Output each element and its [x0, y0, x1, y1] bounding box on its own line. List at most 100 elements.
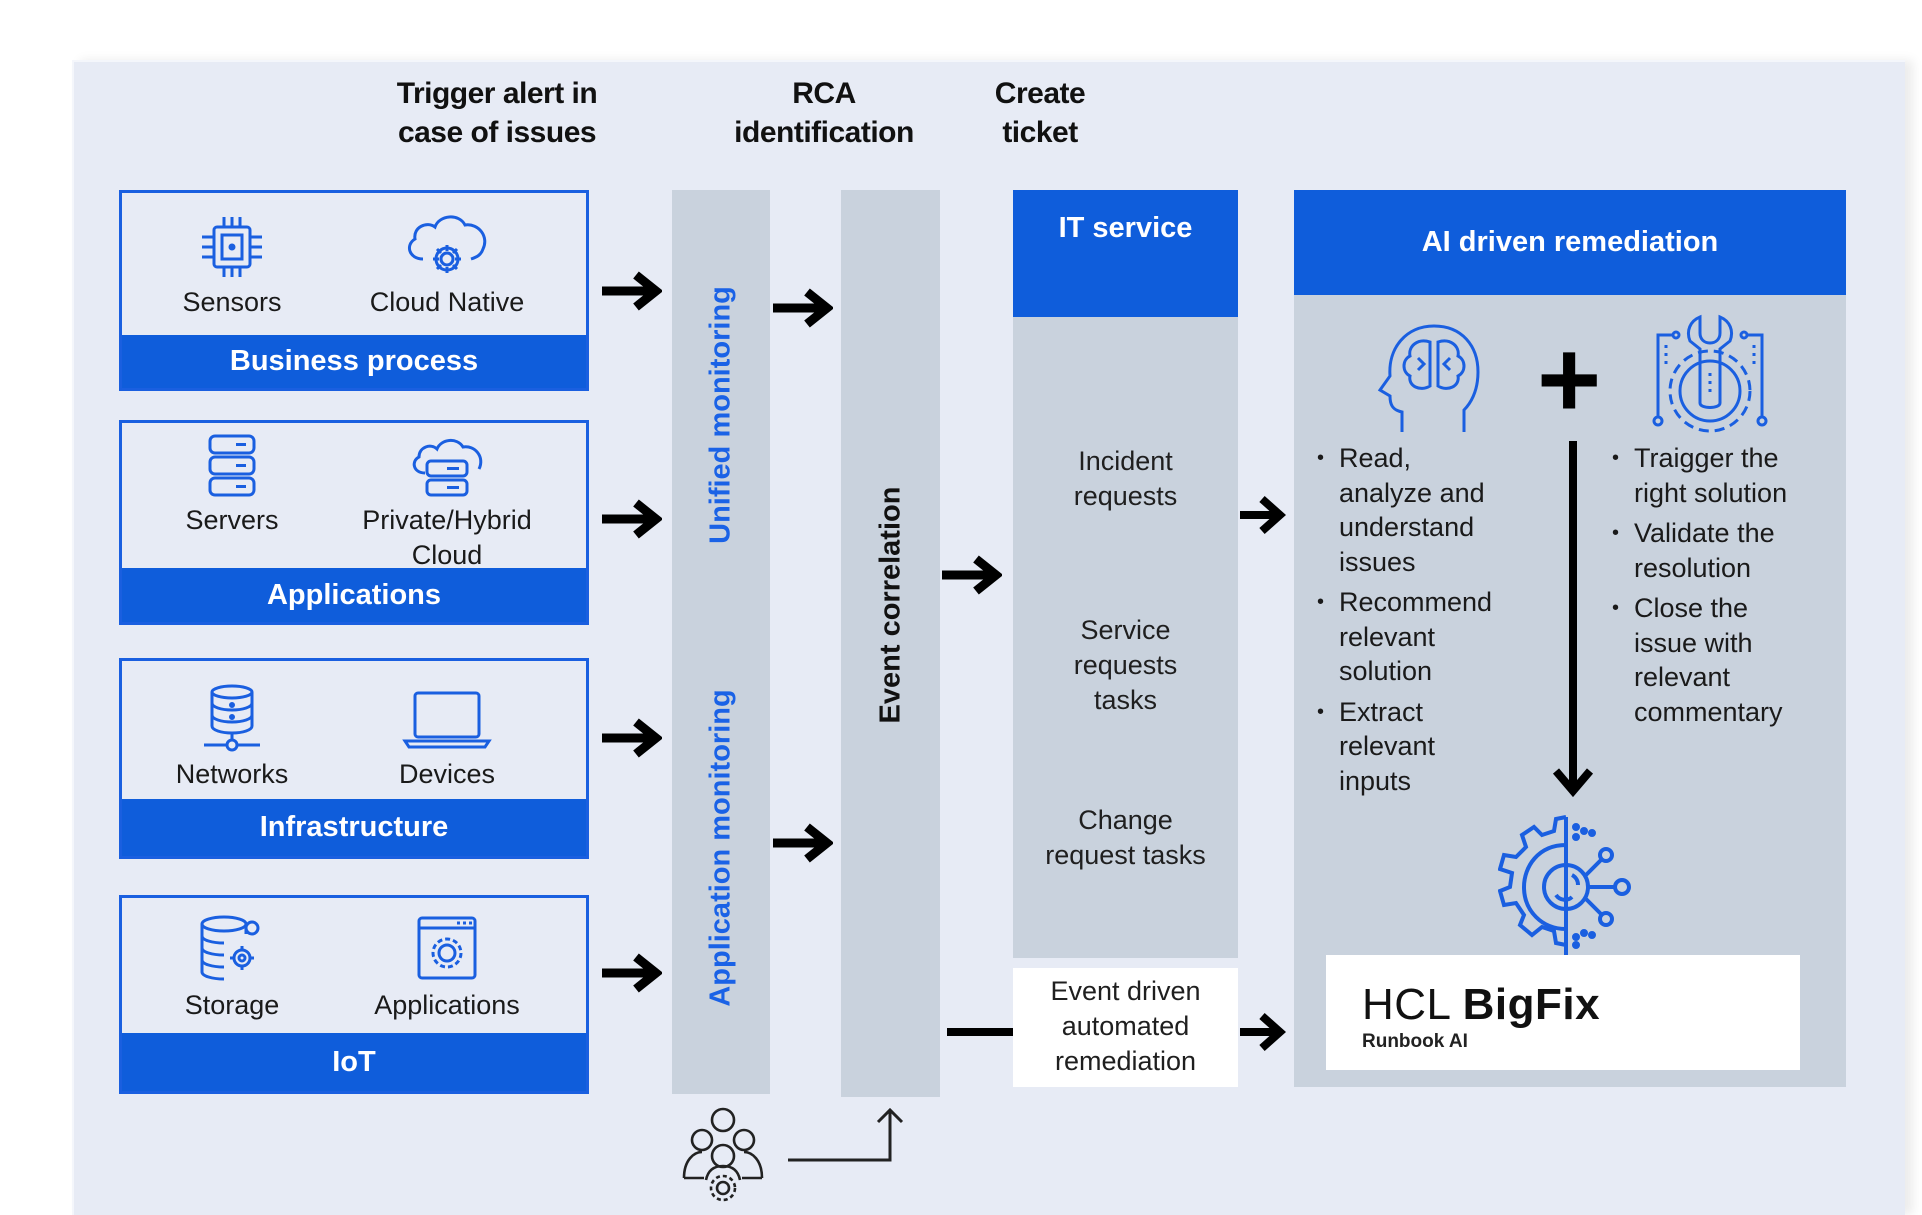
source-item-applications: Applications — [342, 914, 552, 1023]
source-item-sensors: Sensors — [162, 213, 302, 320]
app-window-gear-icon — [417, 916, 477, 980]
ai-right-bullet-list: Traigger the right solution Validate the… — [1612, 441, 1842, 735]
it-service-item-line: request tasks — [1045, 840, 1206, 870]
bullet-line: Extract — [1339, 696, 1424, 727]
bullet-line: issues — [1339, 546, 1416, 577]
ai-gear-icon — [1498, 815, 1631, 955]
logo-brand-bigfix: BigFix — [1462, 980, 1601, 1029]
source-category-label: Infrastructure — [122, 799, 586, 856]
hcl-bigfix-logo: HCL BigFix Runbook AI — [1326, 955, 1800, 1070]
plus-icon: + — [1537, 318, 1602, 441]
it-service-item-service-requests: Service requests tasks — [1013, 613, 1238, 718]
bullet-item: Recommend relevant solution — [1317, 585, 1547, 689]
ai-remediation-header: AI driven remediation — [1294, 190, 1846, 295]
stage-label-line: ticket — [1002, 116, 1078, 149]
source-category-label: Business process — [122, 335, 586, 388]
server-stack-icon — [208, 434, 256, 497]
application-monitoring-label: Application monitoring — [704, 689, 737, 1007]
arrow-right-icon — [771, 286, 833, 330]
ai-remediation-body: + Read, analyze and understand issues Re… — [1294, 295, 1846, 1087]
users-gear-icon — [682, 1107, 764, 1202]
bullet-line: issue with — [1634, 627, 1753, 658]
wrench-gear-icon — [1652, 314, 1768, 433]
bullet-line: understand — [1339, 512, 1475, 542]
stage-label-line: case of issues — [397, 116, 597, 149]
logo-subtitle: Runbook AI — [1362, 1031, 1468, 1052]
bullet-item: Traigger the right solution — [1612, 441, 1842, 510]
bullet-line: inputs — [1339, 765, 1412, 796]
arrow-right-icon — [600, 497, 662, 541]
it-service-item-line: Service — [1080, 615, 1171, 645]
stage-label-trigger-alert: Trigger alert in case of issues — [367, 74, 627, 152]
bullet-line: Read, — [1339, 443, 1412, 473]
laptop-icon — [402, 691, 492, 749]
bullet-item: Extract relevant inputs — [1317, 695, 1547, 799]
source-item-label: Cloud Native — [369, 287, 525, 317]
bullet-line: Traigger the — [1634, 443, 1779, 473]
cloud-gear-icon — [407, 215, 487, 273]
source-item-devices: Devices — [342, 683, 552, 792]
source-item-servers: Servers — [162, 433, 302, 538]
cloud-server-icon — [412, 439, 483, 497]
it-service-item-line: tasks — [1093, 685, 1158, 715]
bullet-line: Validate the — [1634, 518, 1775, 548]
bullet-line: right solution — [1634, 477, 1788, 508]
stage-label-line: Trigger alert in — [396, 77, 598, 110]
brain-head-icon — [1377, 324, 1480, 432]
arrow-down-icon — [1552, 441, 1594, 798]
ai-left-bullet-list: Read, analyze and understand issues Reco… — [1317, 441, 1547, 804]
arrow-right-icon — [940, 553, 1002, 597]
source-category-label: IoT — [122, 1033, 586, 1091]
event-correlation-label: Event correlation — [874, 486, 906, 724]
event-driven-remediation-box: Event driven automated remediation — [1013, 968, 1238, 1087]
monitoring-column: Unified monitoring Application monitorin… — [672, 190, 770, 1094]
bullet-line: solution — [1339, 656, 1433, 686]
source-box-business-process: Sensors Cloud Native Business process — [119, 190, 589, 391]
it-service-item-incident: Incident requests — [1013, 444, 1238, 514]
event-driven-remediation-label: Event driven automated remediation — [1013, 974, 1238, 1079]
source-item-label: Sensors — [182, 287, 282, 317]
bullet-item: Validate the resolution — [1612, 516, 1842, 585]
event-driven-line: Event driven — [1050, 976, 1201, 1006]
stage-label-rca: RCA identification — [704, 74, 944, 152]
source-item-label: Cloud — [411, 540, 483, 570]
it-service-body: Incident requests Service requests tasks… — [1013, 317, 1238, 958]
bullet-line: relevant — [1339, 731, 1436, 761]
bullet-line: relevant — [1634, 662, 1731, 692]
it-service-item-change-request: Change request tasks — [1013, 803, 1238, 873]
arrow-right-icon — [600, 269, 662, 313]
source-box-infrastructure: Networks Devices Infrastructure — [119, 658, 589, 859]
logo-brand-hcl: HCL — [1362, 980, 1450, 1029]
arrow-right-icon — [600, 951, 662, 995]
unified-monitoring-label: Unified monitoring — [704, 286, 737, 544]
arrow-right-icon — [600, 716, 662, 760]
source-box-applications: Servers Private/Hybrid Cloud Application… — [119, 420, 589, 625]
arrow-right-icon — [1238, 1010, 1286, 1054]
bullet-line: resolution — [1634, 552, 1752, 583]
bullet-line: commentary — [1634, 696, 1783, 727]
bullet-line: relevant — [1339, 621, 1436, 652]
it-service-header: IT service — [1013, 190, 1238, 317]
bullet-line: Close the — [1634, 593, 1749, 623]
logo-wordmark: HCL BigFix — [1362, 983, 1600, 1027]
source-item-networks: Networks — [162, 683, 302, 792]
source-item-label: Devices — [398, 759, 496, 789]
connector-line — [947, 1028, 1013, 1036]
source-category-label: Applications — [122, 568, 586, 622]
arrow-right-icon — [1238, 493, 1286, 537]
it-service-item-line: requests — [1073, 481, 1178, 511]
bullet-item: Read, analyze and understand issues — [1317, 441, 1547, 579]
source-item-label: Servers — [185, 505, 279, 535]
source-item-cloud-native: Cloud Native — [342, 209, 552, 320]
network-database-icon — [204, 684, 260, 752]
it-service-item-line: Incident — [1078, 446, 1173, 476]
arrow-right-icon — [771, 821, 833, 865]
bullet-line: analyze and — [1339, 477, 1485, 508]
chip-icon — [202, 217, 262, 277]
source-item-private-hybrid-cloud: Private/Hybrid Cloud — [332, 433, 562, 573]
bullet-line: Recommend — [1339, 587, 1493, 617]
source-box-iot: Storage Applications IoT — [119, 895, 589, 1094]
stage-label-line: identification — [734, 116, 914, 149]
event-correlation-column: Event correlation — [841, 190, 940, 1097]
storage-gear-icon — [200, 915, 260, 981]
